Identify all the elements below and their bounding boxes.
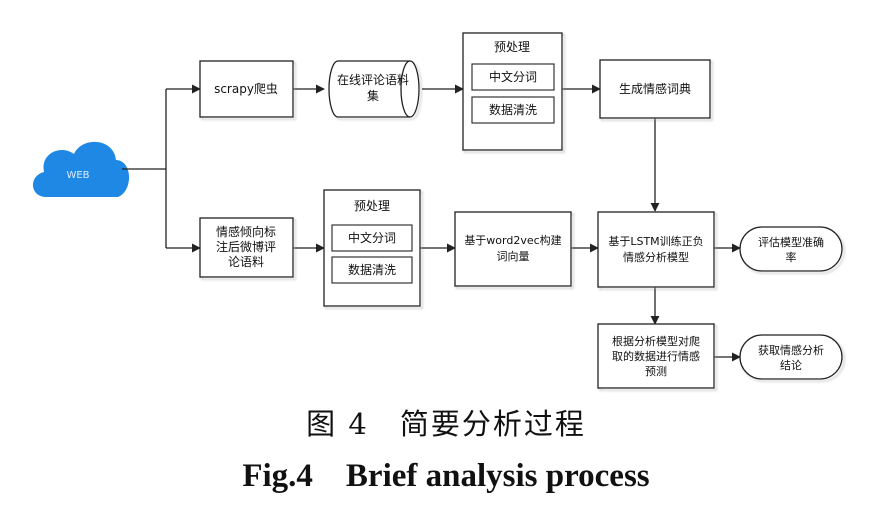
dictionary-label: 生成情感词典	[619, 81, 691, 96]
word2vec-line-1: 基于word2vec构建	[464, 233, 561, 247]
preprocess-2-seg: 中文分词	[348, 230, 396, 245]
preprocess-1-clean-box	[471, 96, 555, 124]
scrapy-node: scrapy爬虫	[199, 60, 294, 118]
conclusion-node: 获取情感分析 结论	[739, 334, 843, 380]
predict-line-3: 预测	[645, 365, 667, 378]
predict-node: 根据分析模型对爬 取的数据进行情感 预测	[597, 323, 715, 389]
dictionary-node: 生成情感词典	[599, 59, 711, 119]
evaluate-line-2: 率	[786, 250, 797, 264]
cloud-icon	[32, 141, 130, 197]
predict-line-1: 根据分析模型对爬	[612, 334, 700, 348]
preprocess-2-title: 预处理	[354, 199, 390, 213]
connectors	[122, 84, 741, 362]
conclusion-line-2: 结论	[780, 358, 802, 372]
preprocess-1-node: 预处理 中文分词 数据清洗	[462, 32, 563, 151]
web-label: WEB	[66, 170, 89, 181]
online-corpus-node: 在线评论语料 集	[328, 60, 420, 118]
predict-line-2: 取的数据进行情感	[612, 349, 700, 363]
word2vec-node: 基于word2vec构建 词向量	[454, 211, 572, 287]
online-corpus-line-1: 在线评论语料	[337, 73, 409, 87]
online-corpus-line-2: 集	[367, 88, 379, 103]
preprocess-2-clean-box	[331, 256, 413, 284]
caption-english: Fig.4 Brief analysis process	[242, 458, 650, 494]
preprocess-2-node: 预处理 中文分词 数据清洗	[323, 189, 421, 307]
scrapy-label: scrapy爬虫	[214, 82, 278, 96]
preprocess-1-seg-box	[471, 63, 555, 91]
evaluate-line-1: 评估模型准确	[758, 235, 824, 249]
evaluate-node: 评估模型准确 率	[739, 226, 843, 272]
preprocess-1-clean: 数据清洗	[489, 102, 537, 117]
preprocess-1-title: 预处理	[494, 40, 530, 54]
conclusion-line-1: 获取情感分析	[758, 343, 824, 357]
lstm-line-1: 基于LSTM训练正负	[608, 234, 703, 248]
caption-chinese: 图 4 简要分析过程	[306, 407, 586, 441]
word2vec-line-2: 词向量	[497, 249, 530, 263]
labeled-corpus-line-2: 注后微博评	[216, 239, 276, 254]
preprocess-1-seg: 中文分词	[489, 69, 537, 84]
web-cloud-node: WEB	[32, 141, 130, 197]
labeled-corpus-line-3: 论语料	[228, 255, 264, 269]
preprocess-2-clean: 数据清洗	[348, 262, 396, 277]
lstm-node: 基于LSTM训练正负 情感分析模型	[597, 211, 715, 288]
lstm-line-2: 情感分析模型	[623, 250, 689, 264]
labeled-corpus-line-1: 情感倾向标	[216, 224, 276, 239]
preprocess-2-seg-box	[331, 224, 413, 252]
labeled-corpus-node: 情感倾向标 注后微博评 论语料	[199, 217, 294, 278]
